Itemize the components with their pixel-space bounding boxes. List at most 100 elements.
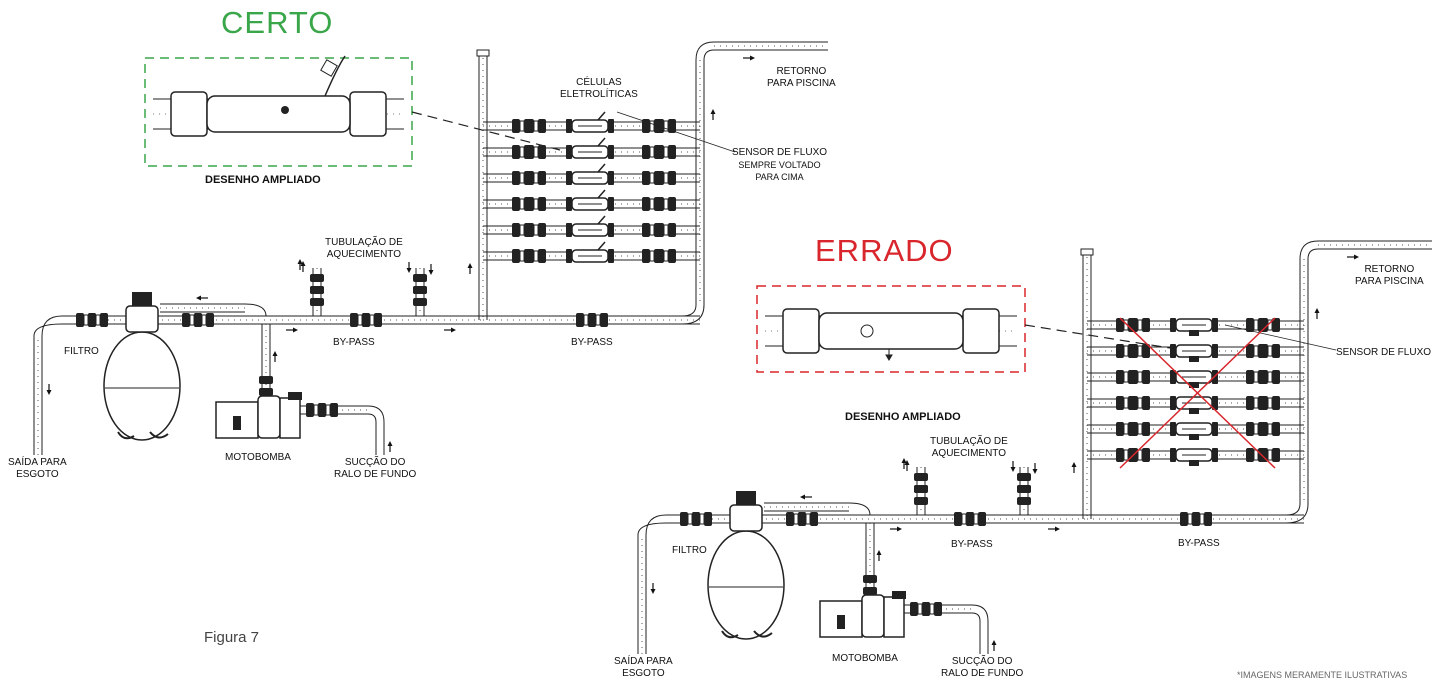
pump-motor xyxy=(215,401,259,439)
wrong-filter-label: FILTRO xyxy=(672,545,707,556)
union-fitting xyxy=(1130,370,1138,384)
union-fitting xyxy=(526,145,534,159)
flow-arrow-head xyxy=(904,460,910,465)
union-fitting xyxy=(533,120,539,132)
zoom-cell-body xyxy=(818,312,964,350)
union-fitting xyxy=(668,249,676,263)
union-fitting xyxy=(1180,512,1188,526)
union-fitting xyxy=(194,313,202,327)
cell-end xyxy=(1212,422,1218,436)
cell-end xyxy=(566,223,572,237)
union-fitting xyxy=(687,513,693,525)
flow-arrow-head xyxy=(876,550,882,555)
union-fitting xyxy=(1130,344,1138,358)
union-fitting xyxy=(663,172,669,184)
union-fitting xyxy=(519,224,525,236)
union-fitting xyxy=(318,403,326,417)
union-fitting xyxy=(922,602,930,616)
return-pipe xyxy=(1299,240,1432,260)
union-fitting xyxy=(973,513,979,525)
flow-arrow-head xyxy=(46,390,52,395)
pump-housing xyxy=(861,594,885,638)
zoom-sensor-plug xyxy=(320,59,338,77)
union-fitting xyxy=(1199,513,1205,525)
cell-end xyxy=(1170,396,1176,410)
union-fitting xyxy=(1130,422,1138,436)
union-fitting xyxy=(1253,319,1259,331)
union-fitting xyxy=(642,171,650,185)
union-fitting xyxy=(1267,449,1273,461)
zoom-union xyxy=(170,91,208,137)
union-fitting xyxy=(656,171,664,185)
union-fitting xyxy=(512,119,520,133)
union-fitting xyxy=(1142,344,1150,358)
flow-arrow-head xyxy=(901,458,907,463)
union-fitting xyxy=(699,513,705,525)
union-fitting xyxy=(1123,449,1129,461)
union-fitting xyxy=(934,602,942,616)
union-fitting xyxy=(1246,422,1254,436)
union-fitting xyxy=(100,313,108,327)
union-fitting xyxy=(88,313,96,327)
union-fitting xyxy=(668,197,676,211)
pump-strainer xyxy=(883,596,905,638)
union-fitting xyxy=(206,313,214,327)
elbow xyxy=(681,304,705,325)
union-fitting xyxy=(692,512,700,526)
union-fitting xyxy=(1260,422,1268,436)
union-fitting xyxy=(649,198,655,210)
figure-caption: Figura 7 xyxy=(204,629,260,646)
union-fitting xyxy=(914,485,928,493)
return-pipe xyxy=(703,49,828,61)
union-fitting xyxy=(1116,448,1124,462)
union-fitting xyxy=(1246,318,1254,332)
union-fitting xyxy=(1137,423,1143,435)
union-fitting xyxy=(512,145,520,159)
union-fitting xyxy=(810,512,818,526)
zoom-union xyxy=(782,308,820,354)
correct-cell-row xyxy=(483,111,700,133)
union-fitting xyxy=(310,298,324,306)
union-fitting xyxy=(668,171,676,185)
union-fitting xyxy=(325,404,331,416)
union-fitting xyxy=(83,314,89,326)
correct-pump-label: MOTOBOMBA xyxy=(225,452,291,463)
union-fitting xyxy=(583,314,589,326)
union-fitting xyxy=(1272,448,1280,462)
union-fitting xyxy=(182,313,190,327)
union-fitting xyxy=(1192,512,1200,526)
cell-end xyxy=(566,171,572,185)
union-fitting xyxy=(533,146,539,158)
union-fitting xyxy=(649,146,655,158)
union-fitting xyxy=(512,223,520,237)
union-fitting xyxy=(526,171,534,185)
union-fitting xyxy=(1272,318,1280,332)
union-fitting xyxy=(649,172,655,184)
cell-end xyxy=(608,119,614,133)
correct-sensor-leader xyxy=(616,111,736,153)
union-fitting xyxy=(649,250,655,262)
cell-end xyxy=(608,249,614,263)
union-fitting xyxy=(413,298,427,306)
union-fitting xyxy=(533,198,539,210)
cell-end xyxy=(1170,344,1176,358)
union-fitting xyxy=(259,388,273,396)
zoom-cell-detail xyxy=(860,324,874,338)
flow-sensor xyxy=(1189,330,1199,336)
flow-arrow-head xyxy=(710,109,716,114)
union-fitting xyxy=(1272,344,1280,358)
flow-arrow-head xyxy=(650,589,656,594)
union-fitting xyxy=(1123,371,1129,383)
union-fitting xyxy=(954,512,962,526)
union-fitting xyxy=(1260,344,1268,358)
union-fitting xyxy=(1116,344,1124,358)
wrong-bypass-right: BY-PASS xyxy=(1178,538,1220,549)
pipe-cap xyxy=(476,49,490,57)
union-fitting xyxy=(259,376,273,384)
flow-arrow-head xyxy=(1010,467,1016,472)
